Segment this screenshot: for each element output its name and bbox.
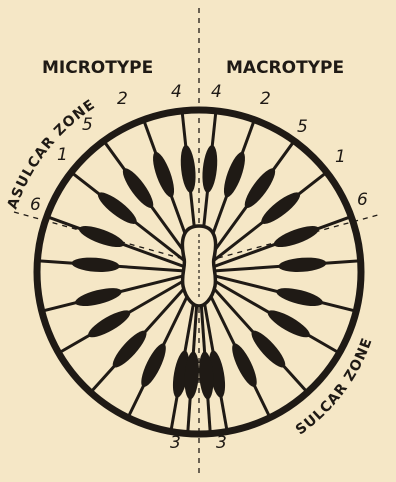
septum-muscle [71, 256, 120, 273]
number-label-bottom-left-3: 3 [170, 433, 181, 453]
septum-muscle [228, 341, 262, 390]
septum-muscle [73, 284, 123, 309]
septum-muscle [108, 327, 151, 372]
macrotype-heading: MACROTYPE [226, 58, 344, 78]
septum-muscle [247, 327, 290, 372]
septum-muscle [118, 165, 158, 212]
number-label-top-left-1: 1 [57, 145, 68, 165]
septum-muscle [137, 341, 171, 390]
septum-muscle [257, 188, 303, 229]
septum-muscle [200, 144, 219, 193]
microtype-heading: MICROTYPE [42, 58, 153, 78]
septum-muscle [179, 144, 198, 193]
septum-muscle [220, 150, 250, 200]
septum-muscle [278, 256, 327, 273]
septum-muscle [265, 306, 314, 342]
number-label-top-right-1: 1 [335, 147, 346, 167]
septum-muscle [275, 284, 325, 309]
number-label-top-left-2: 2 [117, 89, 128, 109]
septum-muscle [271, 222, 321, 252]
septum-muscle [77, 222, 127, 252]
septum-muscle [85, 306, 134, 342]
number-label-top-right-4: 4 [211, 82, 222, 102]
number-label-top-right-6: 6 [357, 190, 368, 210]
number-label-top-left-4: 4 [171, 82, 182, 102]
number-label-bottom-right-3: 3 [216, 433, 227, 453]
number-label-top-left-6: 6 [30, 195, 41, 215]
number-label-top-right-5: 5 [297, 117, 308, 137]
septum-muscle [149, 150, 179, 200]
septum-muscle [240, 165, 280, 212]
septum-muscle [94, 188, 140, 229]
number-label-top-right-2: 2 [260, 89, 271, 109]
